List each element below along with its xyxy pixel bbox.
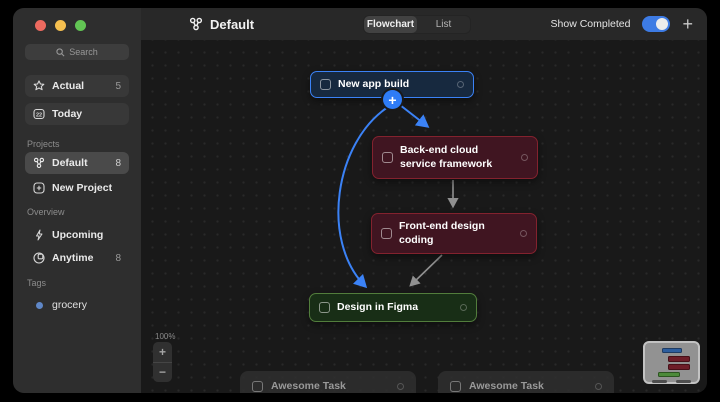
sidebar-item-new-project[interactable]: New Project bbox=[25, 177, 129, 199]
add-task-button[interactable]: + bbox=[682, 14, 693, 34]
app-window: Search Actual 5 22 Today Projects Defaul… bbox=[13, 8, 707, 393]
toggle-knob bbox=[656, 18, 669, 30]
sidebar-item-today[interactable]: 22 Today bbox=[25, 103, 129, 125]
checkbox-icon[interactable] bbox=[320, 79, 331, 90]
item-count: 5 bbox=[115, 80, 121, 92]
minimap-node-task bbox=[652, 380, 667, 383]
titlebar-right-group: Show Completed + bbox=[550, 14, 693, 34]
sidebar-item-default[interactable]: Default 8 bbox=[25, 152, 129, 174]
checkbox-icon[interactable] bbox=[450, 380, 461, 392]
tag-dot bbox=[36, 301, 43, 309]
connector-handle-icon[interactable] bbox=[457, 81, 464, 88]
connector-handle-icon[interactable] bbox=[460, 304, 467, 311]
plus-square-icon bbox=[33, 182, 45, 194]
sidebar-item-actual[interactable]: Actual 5 bbox=[25, 75, 129, 97]
layers-icon bbox=[33, 252, 45, 264]
node-label: Design in Figma bbox=[337, 300, 419, 313]
sidebar-item-upcoming[interactable]: Upcoming bbox=[25, 225, 129, 245]
section-label-overview: Overview bbox=[27, 207, 65, 217]
traffic-lights bbox=[35, 20, 86, 31]
task-label: Awesome Task bbox=[469, 380, 544, 392]
show-completed-toggle[interactable] bbox=[642, 16, 671, 32]
minimap-node-green bbox=[658, 372, 680, 377]
show-completed-label: Show Completed bbox=[550, 18, 631, 30]
tab-list[interactable]: List bbox=[435, 19, 452, 30]
tab-flowchart[interactable]: Flowchart bbox=[364, 16, 417, 33]
checkbox-icon[interactable] bbox=[381, 228, 392, 239]
node-label: New app build bbox=[338, 77, 410, 90]
sidebar-item-label: Anytime bbox=[52, 252, 94, 264]
connector-handle-icon[interactable] bbox=[520, 230, 527, 237]
minimap-node-red bbox=[668, 364, 690, 370]
item-count: 8 bbox=[115, 157, 121, 169]
node-label: Front-end design coding bbox=[399, 220, 485, 246]
workflow-icon bbox=[189, 17, 203, 31]
checkbox-icon[interactable] bbox=[319, 302, 330, 313]
connector-handle-icon bbox=[397, 382, 404, 390]
close-icon[interactable] bbox=[35, 20, 46, 31]
search-placeholder: Search bbox=[69, 47, 98, 57]
sidebar-item-grocery[interactable]: grocery bbox=[25, 296, 129, 314]
edge-frontend-to-figma[interactable] bbox=[409, 254, 443, 287]
minimap-node-blue bbox=[662, 348, 682, 353]
page-title: Default bbox=[210, 16, 255, 32]
sidebar-item-label: New Project bbox=[52, 182, 113, 194]
edge-newapp-to-backend[interactable] bbox=[399, 104, 430, 128]
item-count: 8 bbox=[115, 252, 121, 264]
zoom-controls: + − bbox=[153, 342, 172, 382]
calendar-icon: 22 bbox=[33, 108, 45, 120]
svg-text:22: 22 bbox=[36, 112, 42, 118]
bolt-icon bbox=[33, 229, 45, 241]
sidebar: Search Actual 5 22 Today Projects Defaul… bbox=[13, 8, 141, 393]
workflow-icon bbox=[33, 157, 45, 169]
view-switcher: Flowchart List bbox=[363, 15, 471, 34]
zoom-out-button[interactable]: − bbox=[153, 361, 172, 383]
flowchart-edges bbox=[337, 104, 459, 289]
page-title-group: Default bbox=[189, 17, 254, 32]
task-card[interactable]: Awesome Task bbox=[240, 371, 416, 393]
node-design-figma[interactable]: Design in Figma bbox=[309, 293, 477, 322]
sidebar-item-anytime[interactable]: Anytime 8 bbox=[25, 248, 129, 268]
checkbox-icon[interactable] bbox=[252, 380, 263, 392]
checkbox-icon[interactable] bbox=[382, 152, 393, 163]
section-label-projects: Projects bbox=[27, 139, 60, 149]
sidebar-item-label: grocery bbox=[52, 299, 88, 311]
connector-handle-icon[interactable] bbox=[521, 154, 528, 161]
sidebar-item-label: Upcoming bbox=[52, 229, 104, 241]
task-card[interactable]: Awesome Task bbox=[438, 371, 614, 393]
star-icon bbox=[33, 80, 45, 92]
sidebar-item-label: Default bbox=[52, 157, 88, 169]
sidebar-item-label: Actual bbox=[52, 80, 85, 92]
edge-newapp-to-figma[interactable] bbox=[337, 106, 389, 289]
zoom-in-button[interactable]: + bbox=[158, 344, 166, 359]
minimap-node-red bbox=[668, 356, 690, 362]
section-label-tags: Tags bbox=[27, 278, 47, 288]
minimize-icon[interactable] bbox=[55, 20, 66, 31]
flowchart-canvas[interactable]: New app build + Back-end cloud service f… bbox=[141, 40, 707, 393]
search-icon bbox=[56, 46, 65, 58]
main-area: Default Flowchart List Show Completed + bbox=[141, 8, 707, 393]
zoom-level: 100% bbox=[155, 332, 176, 341]
title-bar: Default Flowchart List Show Completed + bbox=[141, 8, 707, 40]
zoom-window-icon[interactable] bbox=[75, 20, 86, 31]
minimap-node-task bbox=[676, 380, 691, 383]
minimap[interactable] bbox=[643, 341, 700, 384]
connector-handle-icon bbox=[595, 382, 602, 390]
add-child-node-button[interactable]: + bbox=[383, 90, 402, 109]
node-backend-cloud[interactable]: Back-end cloud service framework bbox=[372, 136, 538, 179]
sidebar-item-label: Today bbox=[52, 108, 83, 120]
search-input[interactable]: Search bbox=[25, 44, 129, 60]
node-frontend-design[interactable]: Front-end design coding bbox=[371, 213, 537, 254]
task-label: Awesome Task bbox=[271, 380, 346, 392]
node-label: Back-end cloud service framework bbox=[400, 144, 493, 170]
